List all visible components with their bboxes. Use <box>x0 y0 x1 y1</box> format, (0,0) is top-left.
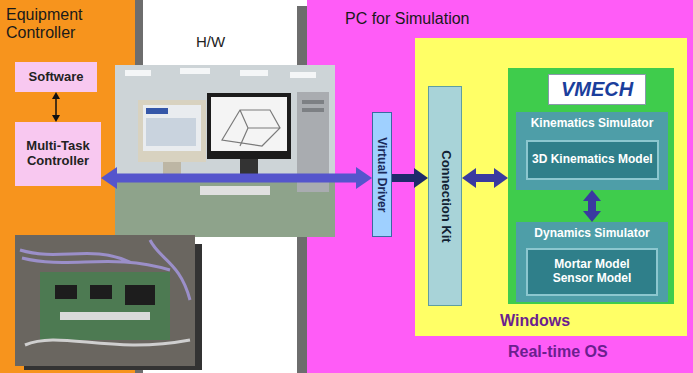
ceiling-light <box>240 70 268 76</box>
connector-arrow <box>55 99 57 115</box>
model-box: Mortar Model Sensor Model <box>526 248 658 296</box>
simulator-box: Dynamics SimulatorMortar Model Sensor Mo… <box>516 222 668 302</box>
monitor-screen <box>143 105 201 151</box>
simulator-panel: VMECH Kinematics Simulator 3D Kinematics M… <box>508 68 674 304</box>
connector-strip <box>60 312 150 320</box>
box-label: Connection Kit <box>438 150 453 242</box>
box-label: Virtual Driver <box>375 137 389 212</box>
chip <box>90 285 112 299</box>
ribbon-cable <box>20 240 190 300</box>
machine-model <box>222 110 280 146</box>
connector-arrow <box>392 174 414 182</box>
controller-board-photo <box>15 235 202 370</box>
os-panel: Windows Connection Kit VMECH Kinematics Sim… <box>415 38 687 336</box>
driver-box: Virtual Driver <box>372 112 392 237</box>
panel-title: VMECH <box>548 74 646 105</box>
panel-label: Real-time OS <box>508 343 608 361</box>
box-label: 3D Kinematics Model <box>532 153 653 167</box>
text-anchor: Equipment Controller <box>6 6 130 43</box>
hardware-photo <box>115 65 335 237</box>
connector-arrow <box>117 174 356 183</box>
circuit-board <box>40 272 170 340</box>
cable <box>25 340 190 345</box>
box-label: Mortar Model Sensor Model <box>542 258 642 286</box>
monitor-stand <box>240 159 258 175</box>
connector-arrow <box>476 174 494 182</box>
screen-window <box>146 118 196 146</box>
pc-panel: PC for SimulationReal-time OS Virtual Dri… <box>307 0 693 373</box>
chip <box>55 285 77 299</box>
panel-title: Windows <box>500 312 570 330</box>
process-box: Multi-Task Controller <box>15 122 101 186</box>
text-anchor: PC for Simulation <box>345 10 470 28</box>
text-anchor: Real-time OS <box>508 343 608 361</box>
photo-background <box>15 235 195 366</box>
ceiling-light <box>290 72 316 78</box>
model-box: 3D Kinematics Model <box>526 140 659 180</box>
ceiling-light <box>125 70 151 76</box>
drive-bay <box>302 100 324 104</box>
keyboard <box>200 186 270 195</box>
drive-bay <box>302 108 324 112</box>
text-anchor: VMECH <box>548 74 646 105</box>
connection-box: Connection Kit <box>428 86 462 306</box>
box-label: Multi-Task Controller <box>21 139 95 169</box>
chip <box>125 285 155 305</box>
process-box: Software <box>15 62 97 92</box>
text-anchor: H/W <box>196 33 225 50</box>
part-label: H/W <box>196 33 225 50</box>
box-heading: Kinematics Simulator <box>531 117 654 131</box>
monitor-screen <box>211 97 287 151</box>
text-anchor: Windows <box>500 312 570 330</box>
connector-arrow <box>588 201 596 211</box>
monitor-frame <box>207 93 291 159</box>
ceiling-light <box>180 68 210 74</box>
box-heading: Dynamics Simulator <box>534 227 649 241</box>
panel-title: Equipment Controller <box>6 6 130 43</box>
simulator-box: Kinematics Simulator 3D Kinematics Model <box>516 112 668 190</box>
screen-window <box>146 108 168 114</box>
panel-title: PC for Simulation <box>345 10 470 28</box>
box-label: Software <box>29 70 84 85</box>
monitor-frame <box>138 100 206 162</box>
photo-background <box>115 65 335 237</box>
